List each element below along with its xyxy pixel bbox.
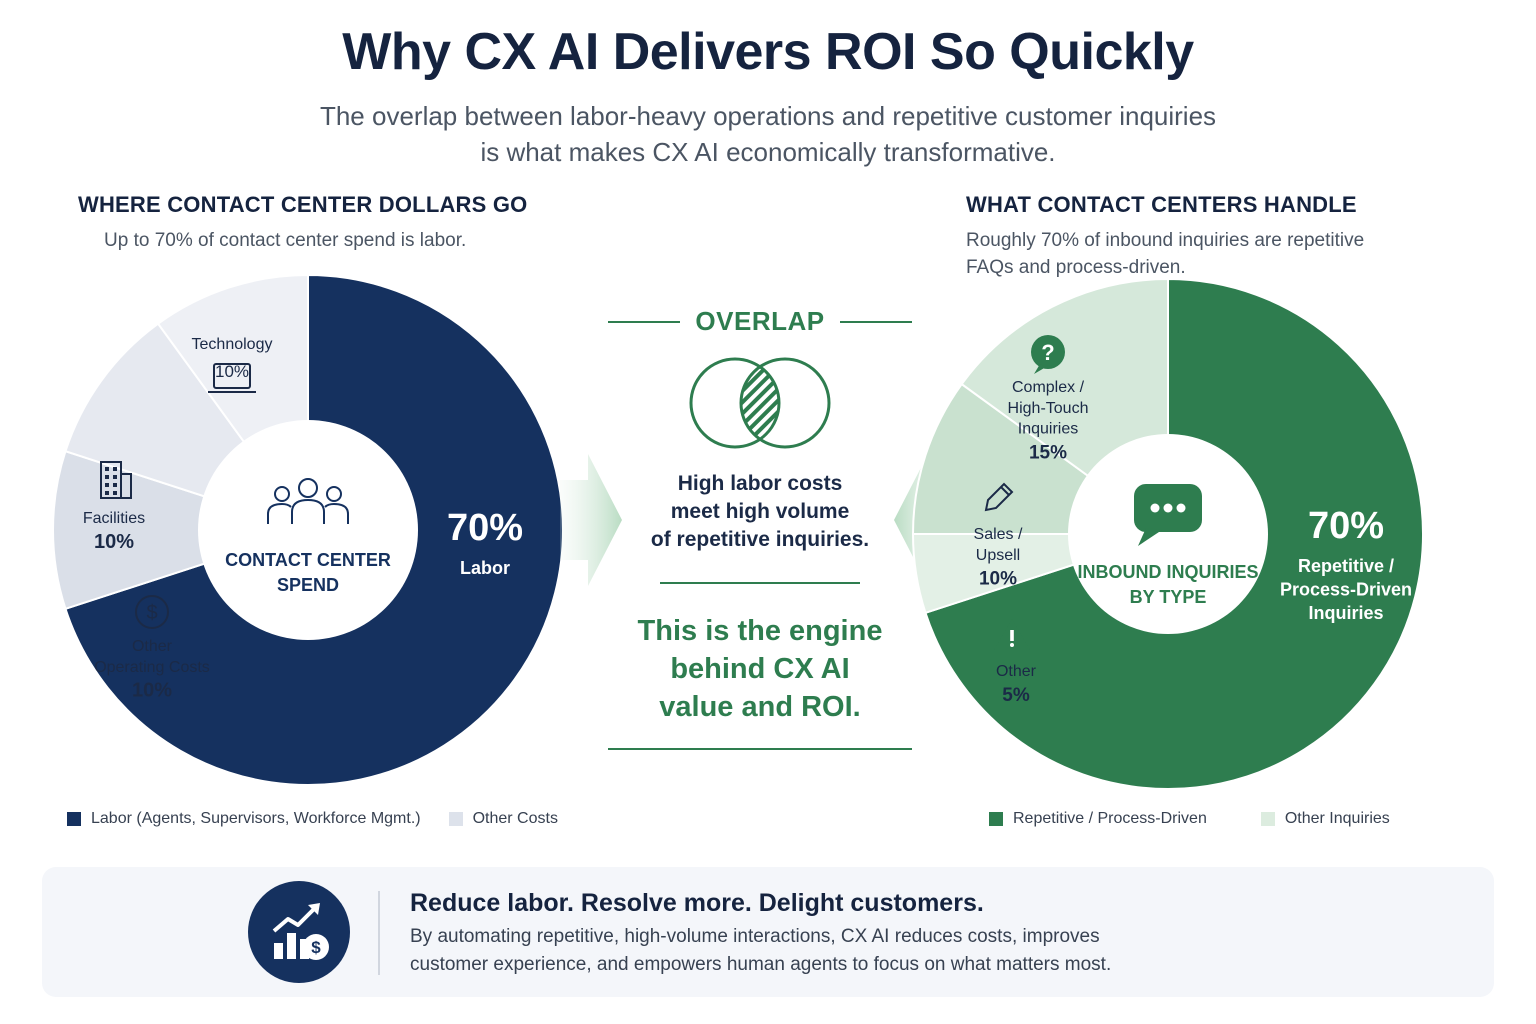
donut-center-label: INBOUND INQUIRIES (1077, 562, 1258, 582)
donut-hole (198, 420, 418, 640)
engine-statement-line: This is the engine (637, 615, 883, 647)
building-icon (100, 461, 132, 499)
laptop-icon (208, 363, 256, 393)
page-subtitle: The overlap between labor-heavy operatio… (268, 98, 1268, 170)
subtitle-line: The overlap between labor-heavy operatio… (319, 101, 1217, 131)
warning-icon (994, 619, 1030, 650)
legend-label-labor: Labor (Agents, Supervisors, Workforce Mg… (91, 810, 421, 827)
slice-category-label: Labor (460, 558, 510, 578)
banner-divider (378, 891, 380, 975)
slice-category-label: Sales / (974, 526, 1023, 543)
slice-label-group: Other 5% (994, 619, 1037, 706)
legend-label-other-inquiries: Other Inquiries (1284, 810, 1390, 827)
legend-swatch-other-costs (448, 812, 463, 826)
slice-value-label: 5% (1002, 685, 1030, 706)
svg-text:$: $ (146, 602, 157, 624)
people-icon (267, 478, 349, 524)
left-section-heading: WHERE CONTACT CENTER DOLLARS GO (78, 192, 528, 217)
pie-slice-other-operating-costs (52, 449, 312, 611)
middle-bottom-rule (608, 748, 912, 750)
page-title: Why CX AI Delivers ROI So Quickly (342, 23, 1194, 81)
slice-category-label: Facilities (83, 510, 145, 527)
right-section-heading: WHAT CONTACT CENTERS HANDLE (966, 192, 1357, 217)
venn-diagram-icon (689, 357, 831, 449)
donut-center-label: SPEND (277, 575, 339, 595)
slice-category-label: Inquiries (1308, 603, 1383, 623)
donut-hole (1068, 434, 1268, 634)
overlap-statement-line: of repetitive inquiries. (650, 528, 870, 551)
right-description-line: Roughly 70% of inbound inquiries are rep… (966, 230, 1365, 251)
slice-category-label: Other (132, 638, 173, 655)
banner-icon-circle: $ (248, 881, 350, 983)
left-section-description: Up to 70% of contact center spend is lab… (104, 230, 467, 251)
engine-statement: This is the engine behind CX AI value an… (600, 612, 920, 726)
slice-category-label: Operating Costs (94, 659, 210, 676)
banner-text-line: customer experience, and empowers human … (410, 954, 1112, 975)
slice-category-label: Repetitive / (1298, 556, 1394, 576)
slice-label-group: Facilities 10% (83, 461, 145, 553)
slice-value-label: 10% (979, 569, 1017, 590)
slice-category-label: High-Touch (1008, 400, 1089, 417)
legend-label-repetitive: Repetitive / Process-Driven (1013, 810, 1207, 827)
legend-swatch-labor (67, 812, 81, 826)
subtitle-line: is what makes CX AI economically transfo… (480, 137, 1056, 167)
banner-text: By automating repetitive, high-volume in… (410, 923, 1410, 979)
slice-label-group: Sales / Upsell 10% (974, 482, 1023, 590)
slice-value-label: 70% (1308, 505, 1384, 547)
donut-center-label: CONTACT CENTER (225, 550, 391, 570)
overlap-rule-left (608, 321, 680, 323)
slice-value-label: 10% (132, 680, 172, 702)
growth-chart-dollar-icon: $ (272, 903, 329, 960)
slice-value-label: 10% (94, 531, 134, 553)
slice-label-group: 70% Labor (447, 507, 523, 578)
overlap-rule-right (840, 321, 912, 323)
slice-category-label: Process-Driven (1280, 580, 1412, 600)
donut-center-label: BY TYPE (1130, 587, 1207, 607)
overlap-statement-line: meet high volume (670, 500, 850, 523)
banner-text-line: By automating repetitive, high-volume in… (410, 926, 1100, 947)
overlap-statement-line: High labor costs (677, 472, 843, 495)
donut-center: CONTACT CENTER SPEND (225, 478, 391, 595)
arrow-right-icon (560, 454, 622, 586)
overlap-label: OVERLAP (695, 306, 825, 336)
legend-swatch-repetitive (989, 812, 1003, 826)
question-icon: ? (1031, 335, 1065, 374)
slice-label-group: Technology 10% (192, 336, 273, 393)
slice-value-label: 10% (215, 362, 249, 381)
slice-category-label: Technology (192, 336, 273, 353)
slice-value-label: 70% (447, 507, 523, 549)
banner-title: Reduce labor. Resolve more. Delight cust… (410, 889, 984, 917)
left-legend: Labor (Agents, Supervisors, Workforce Mg… (67, 810, 558, 828)
overlap-statement: High labor costs meet high volume of rep… (610, 470, 910, 554)
middle-divider (660, 582, 860, 584)
right-legend: Repetitive / Process-Driven Other Inquir… (989, 810, 1390, 828)
engine-statement-line: value and ROI. (659, 691, 861, 723)
inbound-inquiries-chart: 70%Repetitive /Process-DrivenInquiriesOt… (911, 277, 1424, 790)
slice-value-label: 15% (1029, 442, 1067, 463)
donut-center: INBOUND INQUIRIES BY TYPE (1077, 484, 1259, 607)
slice-category-label: Inquiries (1018, 421, 1078, 438)
slice-category-label: Upsell (976, 547, 1020, 564)
legend-label-other-costs: Other Costs (472, 810, 558, 827)
chat-icon (1134, 484, 1202, 546)
slice-category-label: Complex / (1012, 379, 1085, 396)
legend-swatch-other-inquiries (1260, 812, 1275, 826)
bottom-banner: $ Reduce labor. Resolve more. Delight cu… (42, 867, 1494, 997)
pencil-icon (984, 482, 1014, 512)
engine-statement-line: behind CX AI (670, 653, 850, 685)
svg-text:$: $ (311, 938, 321, 957)
svg-text:?: ? (1041, 340, 1054, 365)
dollar-icon: $ (135, 595, 169, 629)
right-description-line: FAQs and process-driven. (966, 257, 1186, 278)
right-section-description: Roughly 70% of inbound inquiries are rep… (966, 227, 1364, 281)
slice-category-label: Other (996, 663, 1037, 680)
